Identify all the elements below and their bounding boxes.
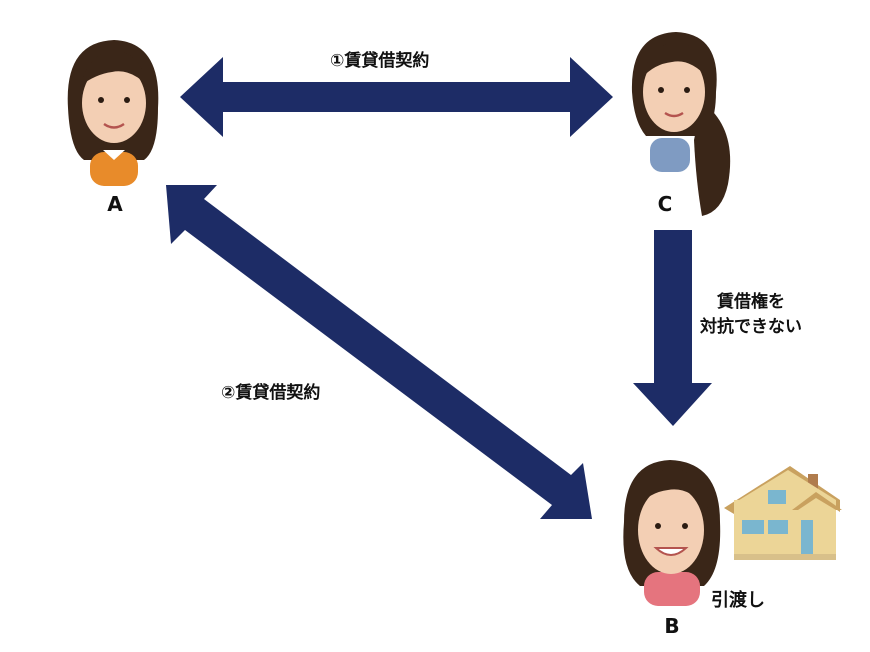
arrow-contract-2 bbox=[166, 185, 592, 519]
arrow-cannot-oppose bbox=[633, 230, 712, 426]
contract-2-label: ②賃貸借契約 bbox=[221, 383, 321, 403]
cannot-oppose-line-1: 賃借権を bbox=[717, 292, 785, 312]
person-a-label: A bbox=[107, 192, 123, 216]
person-b-label: B bbox=[664, 614, 680, 638]
handover-label: 引渡し bbox=[711, 590, 765, 611]
person-c-avatar bbox=[631, 32, 731, 216]
house-icon bbox=[724, 466, 842, 560]
contract-1-label: ①賃貸借契約 bbox=[330, 51, 430, 71]
cannot-oppose-line-2: 対抗できない bbox=[700, 317, 802, 337]
person-a-avatar bbox=[67, 40, 159, 186]
cannot-oppose-label: 賃借権を 対抗できない bbox=[700, 290, 802, 340]
person-b-avatar bbox=[623, 460, 721, 606]
person-c-label: C bbox=[657, 192, 673, 216]
arrow-contract-1 bbox=[180, 57, 613, 137]
